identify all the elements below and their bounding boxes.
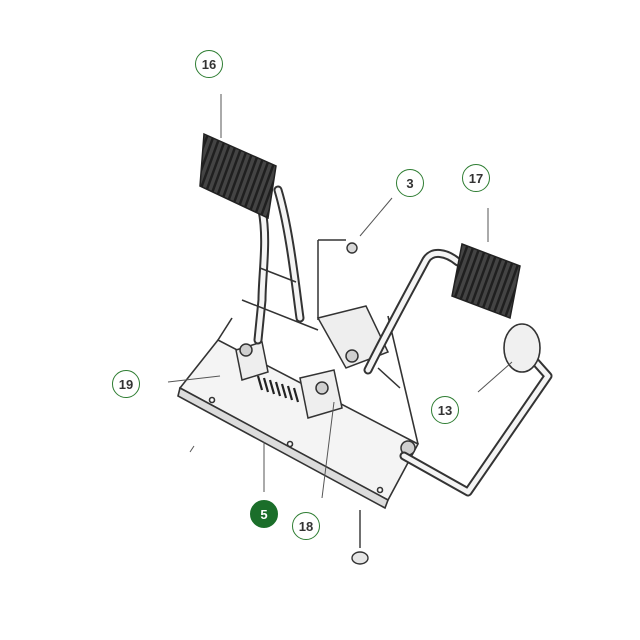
bottom-screw (351, 510, 369, 565)
callout-3[interactable]: 3 (396, 169, 424, 197)
callout-5[interactable]: 5 (250, 500, 278, 528)
callout-13[interactable]: 13 (431, 396, 459, 424)
callout-16[interactable]: 16 (195, 50, 223, 78)
bolt-part-3 (346, 242, 358, 254)
shift-rod (399, 323, 553, 497)
callout-19[interactable]: 19 (112, 370, 140, 398)
callout-18[interactable]: 18 (292, 512, 320, 540)
right-pedal (363, 242, 521, 375)
linkage-rods (317, 239, 401, 389)
mounting-bracket (235, 305, 416, 456)
leader-lines (167, 94, 513, 499)
callout-17[interactable]: 17 (462, 164, 490, 192)
left-pedal (199, 132, 319, 345)
return-spring (256, 375, 300, 403)
base-plate (177, 315, 420, 510)
